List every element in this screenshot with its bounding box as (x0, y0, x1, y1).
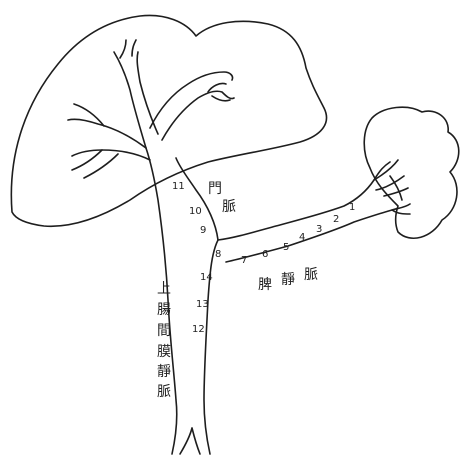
svg-text:脈: 脈 (222, 199, 236, 215)
number-13: 13 (196, 299, 209, 310)
svg-text:脈: 脈 (304, 267, 318, 283)
left-branch-twigs (72, 104, 118, 178)
right-branch-lower-wall (162, 91, 234, 140)
svg-text:腸: 腸 (157, 302, 171, 318)
left-branch-upper-wall (68, 119, 146, 148)
upper-branch-fork (120, 40, 136, 58)
splenic-vein-upper-wall (218, 162, 390, 240)
number-14: 14 (200, 272, 213, 283)
number-2: 2 (333, 214, 339, 225)
svg-text:間: 間 (157, 323, 171, 339)
number-9: 9 (200, 225, 206, 236)
svg-text:上: 上 (157, 281, 171, 297)
number-11: 11 (172, 181, 185, 192)
vessel-numbers: 1 2 3 4 5 6 7 8 9 10 11 12 13 14 (172, 181, 355, 335)
number-5: 5 (283, 242, 289, 253)
portal-vein-label: 門 脈 (208, 181, 236, 215)
smv-portal-vein-left-wall (146, 148, 177, 454)
upper-branch-right-wall (137, 52, 158, 134)
number-6: 6 (262, 249, 268, 260)
number-8: 8 (215, 249, 221, 260)
svg-text:膜: 膜 (157, 344, 171, 360)
svg-text:靜: 靜 (157, 364, 171, 380)
liver-outline (11, 15, 326, 226)
number-4: 4 (299, 232, 305, 243)
svg-text:靜: 靜 (281, 272, 295, 288)
svg-text:脈: 脈 (157, 384, 171, 400)
svg-text:脾: 脾 (258, 277, 272, 293)
number-7: 7 (241, 255, 247, 266)
splenic-vein-label: 脾 靜 脈 (258, 267, 318, 293)
number-3: 3 (316, 224, 322, 235)
svg-text:門: 門 (208, 181, 222, 197)
smv-label: 上 腸 間 膜 靜 脈 (157, 281, 171, 400)
number-10: 10 (189, 206, 202, 217)
number-1: 1 (349, 202, 355, 213)
upper-branch-left-wall (114, 52, 146, 148)
left-branch-lower-wall (72, 150, 150, 160)
smv-tributaries (180, 428, 200, 454)
number-12: 12 (192, 324, 205, 335)
